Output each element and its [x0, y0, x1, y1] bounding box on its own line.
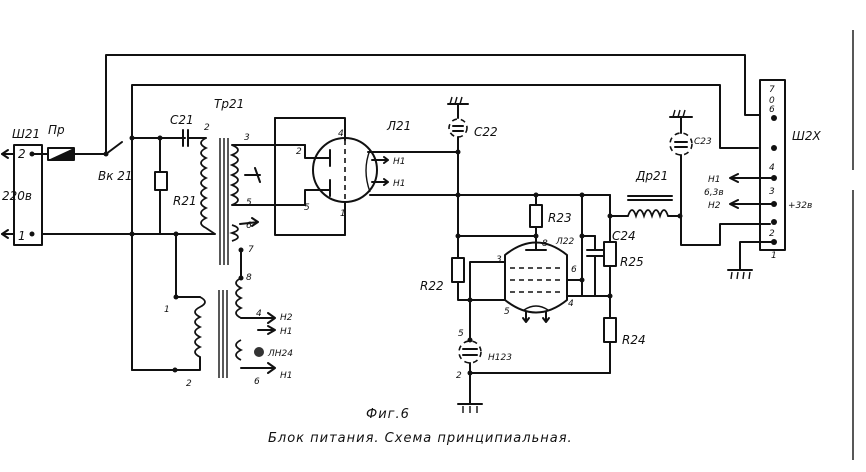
- transformer-label: Тр21: [214, 97, 244, 111]
- l22-label: Л22: [555, 237, 574, 247]
- fuse-pr: Пр: [31, 123, 107, 161]
- rpin-6: 6: [769, 105, 775, 115]
- resistor-r23: R23: [457, 192, 572, 239]
- l22-pin-3: 3: [496, 255, 502, 265]
- tr-pin-5: 5: [246, 198, 252, 208]
- tr-pin-8: 8: [246, 273, 252, 283]
- l22-pin-6: 6: [571, 265, 577, 275]
- connector-body: [13, 144, 43, 246]
- tr-pin-2b: 2: [186, 379, 192, 389]
- ground-icon: [462, 406, 478, 413]
- resistor-r22: R22: [420, 257, 506, 303]
- r23-label: R23: [548, 211, 572, 225]
- rpin-3: 3: [769, 187, 775, 197]
- figure-caption: Блок питания. Схема принципиальная.: [268, 431, 573, 446]
- plus-32v-label: +32в: [788, 201, 812, 211]
- rpin-4: 4: [769, 163, 775, 173]
- l21-pin-4: 4: [338, 129, 344, 139]
- r24-label: R24: [622, 333, 646, 347]
- r22-label: R22: [420, 279, 444, 293]
- out-h1-label: Н1: [280, 327, 293, 337]
- tr-pin-4: 4: [256, 309, 262, 319]
- tr-pin-3: 3: [244, 133, 250, 143]
- choke-label: Др21: [635, 169, 668, 183]
- l21-heater-h1: Н1: [393, 157, 406, 167]
- capacitor-c23: С23: [669, 109, 771, 246]
- r21-label: R21: [173, 194, 197, 208]
- ground-icon: [672, 109, 686, 118]
- rpin-0: 0: [769, 96, 775, 106]
- arrow-left-icon: [1, 149, 9, 159]
- wire-outer-loop: [105, 54, 761, 155]
- tube-l21: Л21 2 4 5 1 Н1 Н1: [274, 117, 611, 236]
- l21-label: Л21: [386, 119, 411, 133]
- h2-label: Н2: [708, 201, 721, 211]
- l21-heater-h1b: Н1: [393, 179, 406, 189]
- c23-label: С23: [694, 137, 712, 147]
- rpin-1: 1: [771, 251, 777, 261]
- tube-l22: 8 Л22 3 6 5 4: [469, 235, 613, 323]
- l22-pin-5: 5: [504, 307, 510, 317]
- arrow-left-icon: [1, 229, 9, 239]
- connector-sh21-label: Ш21: [12, 127, 40, 141]
- resistor-r24: R24: [603, 295, 646, 374]
- c21-label: С21: [170, 113, 194, 127]
- connector-sh2x: 7 0 6 4 3 2 1 Ш2Х +32в Н1 6,3в Н2: [704, 79, 821, 280]
- transformer-lower: 1 2 4 Н2 Н1 ЛН24 Н1 6: [131, 233, 293, 389]
- tr-pin-2: 2: [204, 123, 210, 133]
- connector-sh21: Ш21 2 1 220в: [1, 127, 43, 246]
- mains-voltage-label: 220в: [2, 189, 32, 203]
- c24-label: С24: [612, 229, 636, 243]
- capacitor-c24-r25: С24 R25: [579, 192, 644, 297]
- capacitor-c21: С21: [170, 113, 207, 147]
- tr-pin-6b: 6: [254, 377, 260, 387]
- voltage-63-label: 6,3в: [704, 188, 724, 198]
- r25-label: R25: [620, 255, 644, 269]
- stab-pin-2: 2: [456, 371, 462, 381]
- arrow-left-icon: [729, 199, 775, 209]
- connector-pin-1: 1: [18, 229, 26, 243]
- tr-pin-6: 6: [246, 221, 252, 231]
- l22-pin-4: 4: [568, 299, 574, 309]
- lamp-ln24-label: ЛН24: [267, 349, 293, 359]
- connector-pin-2: 2: [18, 147, 26, 161]
- wire-inner-loop: [131, 84, 759, 196]
- resistor-r21: R21: [154, 137, 197, 235]
- arrow-right-icon: [239, 217, 259, 227]
- tr-pin-7: 7: [248, 245, 254, 255]
- switch-vk21: Вк 21: [98, 141, 133, 183]
- connector-sh2x-label: Ш2Х: [792, 129, 821, 143]
- c22-label: С22: [474, 125, 498, 139]
- transformer-tr21: Тр21 2 3 5 6 7 8: [200, 97, 306, 283]
- heater-tap-icon: [244, 167, 261, 183]
- out-h1b-label: Н1: [280, 371, 293, 381]
- stabilizer-n123: 5 Н123 2: [456, 299, 611, 413]
- ground-icon: [449, 96, 463, 105]
- h1-label: Н1: [708, 175, 721, 185]
- l21-pin-1: 1: [340, 209, 346, 219]
- capacitor-c22: С22: [447, 96, 498, 259]
- ground-icon: [730, 271, 751, 280]
- stab-pin-5: 5: [458, 329, 464, 339]
- figure-number: Фиг.6: [366, 407, 410, 422]
- arrow-left-icon: [729, 173, 775, 183]
- l22-pin-8: 8: [542, 239, 548, 249]
- choke-dr21: Др21: [609, 169, 683, 219]
- l21-pin-2: 2: [296, 147, 302, 157]
- rpin-2: 2: [769, 229, 775, 239]
- l21-pin-5: 5: [304, 203, 310, 213]
- out-h2-label: Н2: [280, 313, 293, 323]
- rpin-7: 7: [769, 85, 775, 95]
- stab-label: Н123: [488, 353, 512, 363]
- switch-label: Вк 21: [98, 169, 133, 183]
- tr-pin-1: 1: [164, 305, 170, 315]
- fuse-label: Пр: [48, 123, 65, 137]
